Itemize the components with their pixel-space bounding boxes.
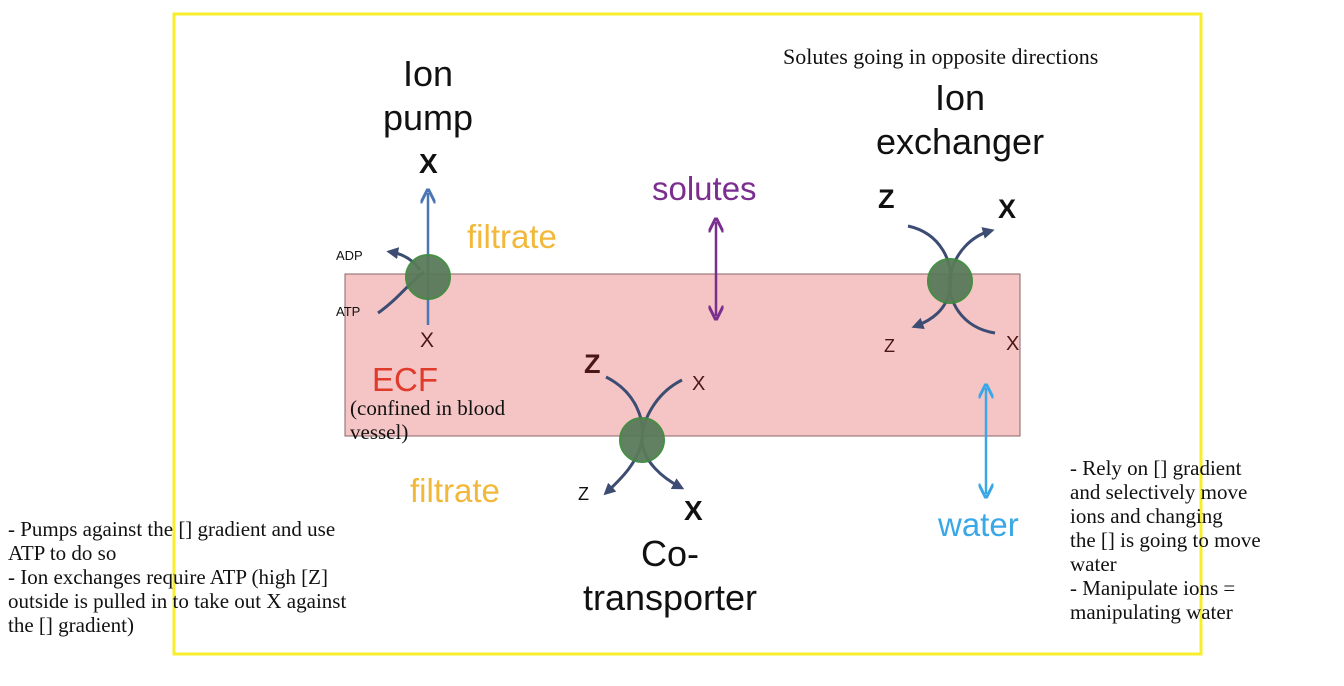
exchanger-z-top: Z bbox=[878, 184, 895, 214]
ion-exchanger-title: Ion exchanger bbox=[860, 80, 1060, 160]
cotransporter-x-bottom: X bbox=[684, 495, 703, 526]
cotransporter-title-line1: Co- bbox=[640, 533, 699, 574]
frame-border bbox=[172, 12, 1203, 656]
pump-x-bottom: X bbox=[420, 329, 435, 352]
ion-pump-title-line1: Ion bbox=[402, 53, 454, 94]
cotransporter-title-line2: transporter bbox=[582, 577, 758, 618]
pump-x-top: X bbox=[419, 148, 438, 179]
pump-atp-label: ATP bbox=[336, 304, 361, 319]
ion-exchanger-title-line1: Ion bbox=[934, 77, 986, 118]
ion-pump-title-line2: pump bbox=[382, 97, 474, 138]
blood-vessel bbox=[344, 273, 1021, 437]
left-note: - Pumps against the [] gradient and use … bbox=[8, 517, 347, 637]
filtrate-bottom-label: filtrate bbox=[410, 472, 500, 509]
exchanger-x-top: X bbox=[998, 194, 1017, 224]
cotransporter-title: Co- transporter bbox=[560, 536, 780, 616]
filtrate-top-label: filtrate bbox=[467, 218, 557, 255]
cotransporter-z-bottom: Z bbox=[578, 484, 589, 504]
ion-pump-channel bbox=[405, 254, 451, 300]
cotransporter-channel bbox=[619, 417, 665, 463]
water-label: water bbox=[938, 506, 1019, 543]
solutes-label: solutes bbox=[652, 170, 757, 207]
pump-adp-label: ADP bbox=[336, 248, 363, 263]
ecf-note: (confined in blood vessel) bbox=[350, 396, 506, 444]
cotransporter-z-top: Z bbox=[584, 349, 601, 379]
ecf-label: ECF bbox=[372, 361, 438, 398]
exchanger-z-bottom: Z bbox=[884, 336, 895, 356]
ion-pump-title: Ion pump bbox=[378, 56, 478, 136]
right-note: - Rely on [] gradient and selectively mo… bbox=[1070, 456, 1261, 624]
exchanger-caption: Solutes going in opposite directions bbox=[783, 44, 1099, 69]
ion-exchanger-title-line2: exchanger bbox=[875, 121, 1045, 162]
exchanger-x-bottom: X bbox=[1006, 333, 1020, 355]
cotransporter-x-top: X bbox=[692, 373, 706, 395]
ion-exchanger-channel bbox=[927, 258, 973, 304]
